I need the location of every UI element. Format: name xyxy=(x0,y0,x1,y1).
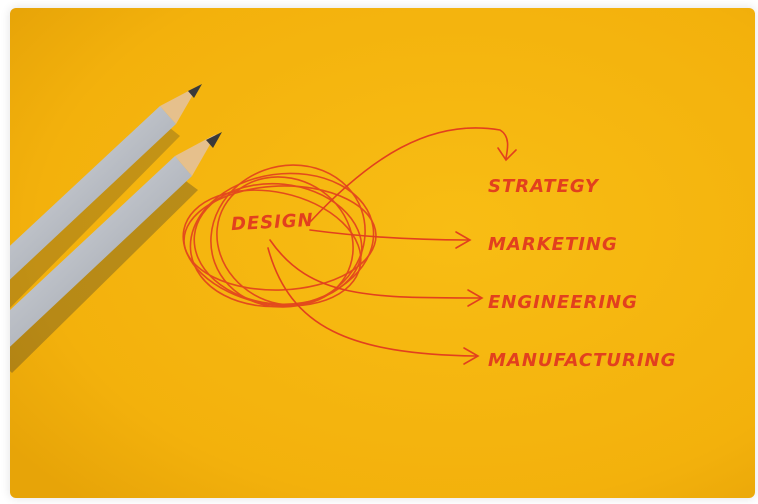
illustration xyxy=(10,8,755,498)
paper-fill xyxy=(10,8,755,498)
photo: DESIGN STRATEGY MARKETING ENGINEERING MA… xyxy=(10,8,755,498)
arrow-to-strategy xyxy=(309,127,509,223)
arrows xyxy=(267,127,517,365)
arrow-to-marketing xyxy=(309,229,469,241)
arrow-to-engineering xyxy=(269,239,481,299)
label-strategy: STRATEGY xyxy=(488,176,599,197)
scribble-circle xyxy=(182,164,377,308)
label-marketing: MARKETING xyxy=(488,234,618,255)
label-design: DESIGN xyxy=(230,209,315,236)
pencil-front xyxy=(10,132,222,373)
label-manufacturing: MANUFACTURING xyxy=(488,350,677,371)
pencil-back xyxy=(10,84,202,308)
label-engineering: ENGINEERING xyxy=(488,292,638,313)
arrow-to-manufacturing xyxy=(267,247,477,357)
